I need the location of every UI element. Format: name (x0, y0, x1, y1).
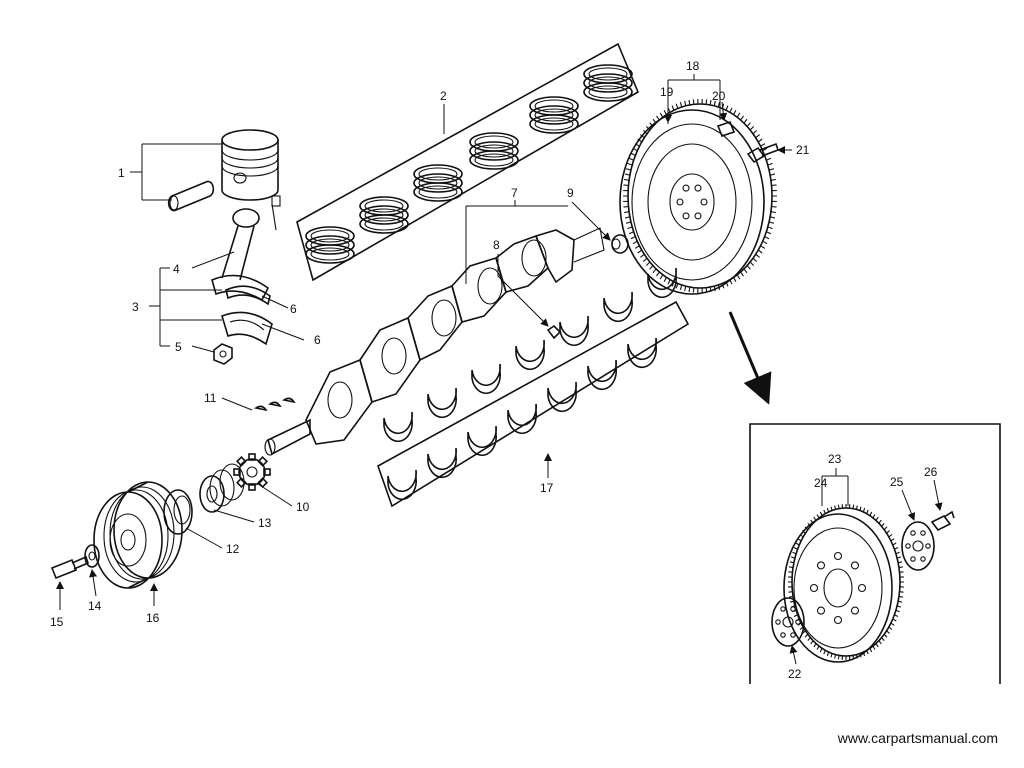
callout-13: 13 (258, 516, 272, 530)
callout-19: 19 (660, 85, 674, 99)
callout-18: 18 (686, 59, 700, 73)
drive-plate-bolt (930, 510, 955, 532)
crankshaft-plug (546, 324, 562, 340)
flywheel (619, 103, 773, 295)
callout-20: 20 (712, 89, 726, 103)
main-bearing-shell (383, 411, 413, 442)
connecting-rod-nut (213, 343, 233, 365)
callout-25: 25 (890, 475, 904, 489)
main-bearing-shell (603, 291, 633, 322)
main-bearing-shell (627, 337, 657, 368)
callout-15: 15 (50, 615, 64, 629)
piston-ring-set (583, 64, 633, 102)
callout-2: 2 (440, 89, 447, 103)
callout-10: 10 (296, 500, 310, 514)
pulley-bolt (50, 555, 89, 580)
piston-ring-set (413, 164, 463, 202)
connecting-rod-bearing-upper (225, 285, 271, 306)
main-bearing-shell (547, 381, 577, 412)
callout-11: 11 (204, 391, 217, 405)
reinforcement-plate (901, 521, 935, 571)
main-bearing-shell (427, 447, 457, 478)
piston-ring-set (359, 196, 409, 234)
callout-4: 4 (173, 262, 180, 276)
main-bearing-shell (507, 403, 537, 434)
piston-ring-panel (296, 42, 640, 282)
piston-pin (167, 180, 215, 212)
adapter-plate (771, 597, 805, 647)
main-bearing-shells (383, 267, 677, 500)
piston-ring-set (469, 132, 519, 170)
piston-ring-set (305, 226, 355, 264)
flywheel-dowel-pin (716, 121, 736, 137)
callout-23: 23 (828, 452, 842, 466)
oil-thrower (199, 463, 245, 513)
callout-6b: 6 (314, 333, 321, 347)
callout-6a: 6 (290, 302, 297, 316)
callout-8: 8 (493, 238, 500, 252)
callout-1: 1 (118, 166, 125, 180)
piston-ring-sets (305, 64, 633, 264)
piston (221, 129, 279, 201)
callout-22: 22 (788, 667, 802, 681)
main-bearing-shell (387, 469, 417, 500)
pulley-washer (84, 544, 100, 568)
callout-9: 9 (567, 186, 574, 200)
main-bearing-panel (377, 300, 690, 508)
woodruff-keys (253, 397, 296, 412)
piston-ring-set (529, 96, 579, 134)
main-bearing-shell (587, 359, 617, 390)
callout-24: 24 (814, 476, 828, 490)
main-bearing-shell (515, 339, 545, 370)
flywheel-ring-gear-teeth (623, 98, 777, 294)
crankshaft (264, 227, 605, 456)
source-website: www.carpartsmanual.com (837, 730, 998, 746)
main-bearing-shell (559, 315, 589, 346)
callout-26: 26 (924, 465, 938, 479)
crankshaft-sprocket (233, 453, 271, 491)
connecting-rod (211, 195, 281, 302)
callout-16: 16 (146, 611, 160, 625)
connecting-rod-cap (221, 311, 273, 346)
callout-numbers: 1 2 3 4 5 6 6 7 8 9 10 11 12 13 14 15 16… (50, 59, 938, 681)
crankshaft-pulley (93, 481, 183, 589)
main-bearing-shell (647, 267, 677, 298)
callout-14: 14 (88, 599, 102, 613)
callout-17: 17 (540, 481, 554, 495)
main-bearing-shell (467, 425, 497, 456)
callout-7: 7 (511, 186, 518, 200)
callout-12: 12 (226, 542, 240, 556)
leader-lines (56, 74, 943, 665)
main-bearing-shell (427, 387, 457, 418)
drive-plate-ring-gear-teeth (788, 504, 904, 660)
main-bearing-shell (471, 363, 501, 394)
drive-plate-inset (749, 423, 1001, 684)
callout-3: 3 (132, 300, 139, 314)
callout-5: 5 (175, 340, 182, 354)
front-oil-seal (163, 489, 193, 535)
callout-21: 21 (796, 143, 810, 157)
